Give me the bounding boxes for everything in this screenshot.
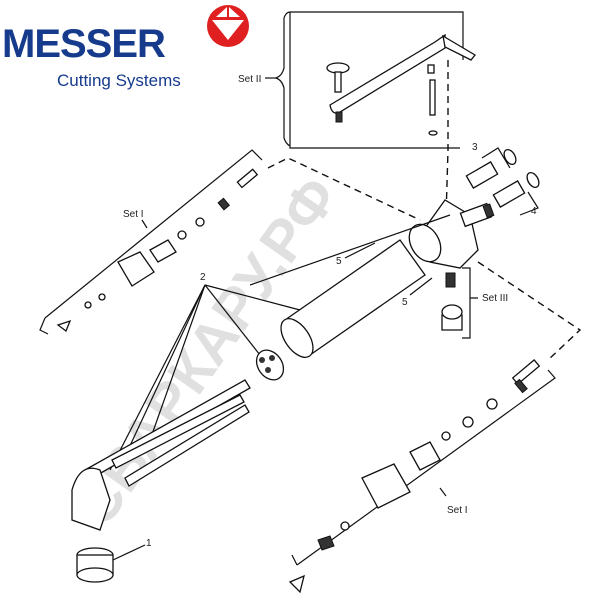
nozzle-part-1: 1 (76, 538, 152, 583)
torch-head (249, 199, 495, 286)
set-iii-label: Set III (482, 293, 508, 304)
logo-brand: MESSER (2, 22, 166, 66)
part-3-label: 3 (472, 142, 478, 153)
set-i-top-group: Set I (39, 149, 263, 335)
fittings-3-4: 3 4 (465, 142, 540, 217)
set-ii-group: Set II (238, 11, 476, 149)
handle-tube (255, 239, 426, 381)
part-1-label: 1 (146, 538, 152, 549)
tubes (71, 379, 251, 531)
messer-logo: MESSER Cutting Systems (2, 5, 249, 90)
messer-emblem-icon (207, 5, 249, 47)
set-ii-label: Set II (238, 74, 261, 85)
set-i-top-label: Set I (123, 209, 144, 220)
set-iii-group: Set III (441, 267, 508, 339)
logo-tagline: Cutting Systems (57, 71, 181, 90)
part-5a-label: 5 (336, 256, 342, 267)
part-5b-label: 5 (402, 297, 408, 308)
set-i-bottom-group: Set I (288, 359, 556, 594)
set-i-bottom-label: Set I (447, 505, 468, 516)
part-4-label: 4 (531, 206, 537, 217)
part-2-label: 2 (200, 272, 206, 283)
